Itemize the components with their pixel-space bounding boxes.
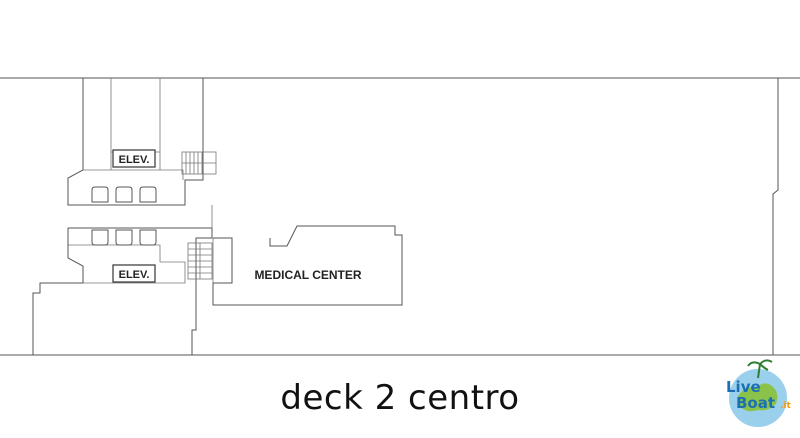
- lower-block-bench: [68, 244, 161, 262]
- lower-elevator-label-box: [112, 264, 156, 283]
- lower-stairs: [187, 242, 213, 280]
- upper-elevator-cabs: [91, 186, 157, 203]
- medical-center-label: MEDICAL CENTER: [254, 268, 361, 282]
- deck-plan: ELEV. ELEV. MEDICAL CENTER: [0, 77, 800, 356]
- upper-elevator-block: [67, 78, 204, 206]
- lower-elevator-cabs: [91, 229, 157, 246]
- hull-right-wall: [772, 78, 779, 355]
- liveboat-logo: Live Boat .it: [726, 359, 792, 429]
- upper-elevator-label-box: [112, 149, 156, 168]
- upper-block-bench: [83, 169, 184, 180]
- upper-elevator-shaft: [110, 78, 161, 153]
- medical-center-room: [212, 225, 403, 306]
- lower-elevator-label: ELEV.: [119, 269, 150, 281]
- lower-block-service-area: [83, 261, 186, 284]
- logo-word-live: Live: [726, 378, 761, 396]
- logo-word-boat: Boat: [736, 394, 775, 412]
- lower-elevator-block: [32, 228, 84, 355]
- upper-elevator-label: ELEV.: [119, 154, 150, 166]
- continent-shape: [738, 383, 778, 412]
- logo-domain: .it: [780, 401, 792, 411]
- upper-stairs: [181, 151, 217, 175]
- deck-caption: deck 2 centro: [280, 378, 520, 418]
- lower-block-right-wall: [191, 228, 213, 355]
- palm-tree-icon: [747, 359, 773, 379]
